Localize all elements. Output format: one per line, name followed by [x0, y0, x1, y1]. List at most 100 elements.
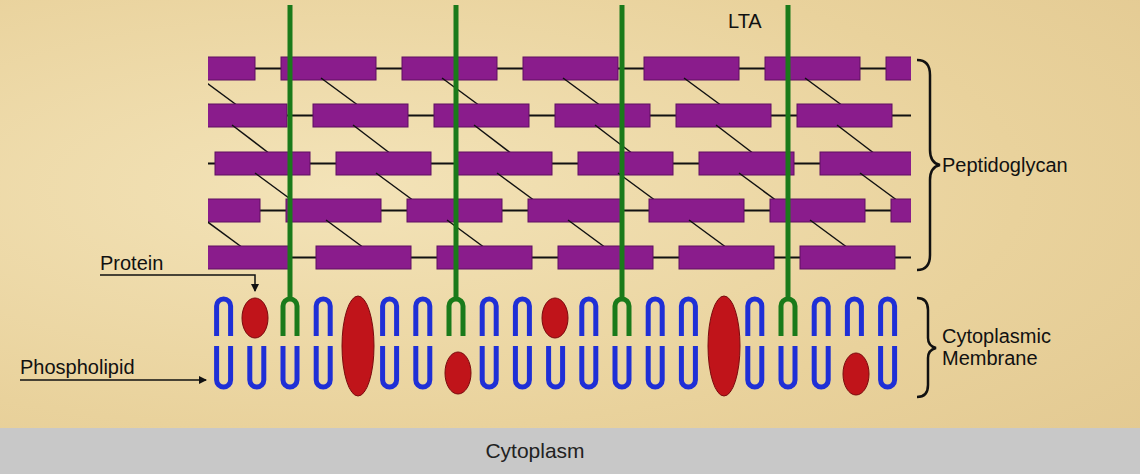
peptide-crosslink	[595, 125, 633, 154]
glycan-unit	[286, 199, 381, 222]
membrane-protein	[542, 298, 568, 338]
membrane-protein	[342, 296, 374, 396]
phospholipid	[582, 346, 596, 387]
phospholipid	[847, 299, 861, 336]
glycan-unit	[313, 104, 408, 127]
peptide-crosslink	[353, 125, 391, 154]
phospholipid	[681, 299, 695, 336]
glycan-unit	[457, 152, 552, 175]
phospholipid	[250, 346, 264, 387]
glycan-unit	[281, 57, 376, 80]
peptide-crosslink	[805, 78, 843, 106]
phospholipid	[681, 346, 695, 387]
part-name: Cytoplasmic Membrane	[942, 325, 1092, 369]
glycan-unit	[437, 246, 532, 269]
phospholipid-leader	[20, 379, 206, 381]
peptidoglycan-layer	[208, 57, 911, 269]
phospholipid	[515, 299, 529, 336]
peptide-crosslink	[208, 220, 243, 248]
membrane-protein	[242, 298, 268, 338]
glycan-unit	[215, 152, 310, 175]
glycan-unit	[578, 152, 673, 175]
phospholipid	[217, 346, 231, 387]
phospholipid	[748, 299, 762, 336]
phospholipid	[781, 346, 795, 387]
phospholipid	[615, 299, 629, 336]
peptide-crosslink	[684, 78, 722, 106]
phospholipid	[881, 346, 895, 387]
phospholipid	[383, 346, 397, 387]
phospholipid	[748, 346, 762, 387]
peptide-crosslink	[442, 78, 480, 106]
phospholipid	[416, 346, 430, 387]
glycan-unit	[800, 246, 895, 269]
glycan-unit	[699, 152, 794, 175]
peptide-crosslink	[563, 78, 601, 106]
glycan-unit	[770, 199, 865, 222]
peptide-crosslink	[232, 125, 270, 154]
peptide-crosslink	[810, 220, 848, 248]
part-name: LTA	[728, 10, 762, 32]
peptide-crosslink	[860, 173, 898, 201]
glycan-unit	[649, 199, 744, 222]
phospholipid	[582, 299, 596, 336]
protein-leader	[100, 275, 255, 291]
phospholipid	[881, 299, 895, 336]
peptide-crosslink	[689, 220, 727, 248]
glycan-unit	[208, 104, 287, 127]
glycan-unit	[208, 246, 290, 269]
phospholipid	[482, 299, 496, 336]
region-name: Cytoplasm	[485, 439, 584, 463]
peptide-crosslink	[321, 78, 359, 106]
glycan-unit	[891, 199, 911, 222]
peptide-crosslink	[716, 125, 754, 154]
glycan-unit	[316, 246, 411, 269]
membrane-protein	[708, 296, 740, 396]
phospholipid	[648, 299, 662, 336]
membrane-protein	[445, 352, 471, 394]
glycan-unit	[208, 57, 255, 80]
phospholipid	[648, 346, 662, 387]
phospholipid	[549, 346, 563, 387]
glycan-unit	[558, 246, 653, 269]
peptide-crosslink	[837, 125, 875, 154]
phospholipid	[482, 346, 496, 387]
membrane-bilayer	[217, 296, 895, 396]
phospholipid	[383, 299, 397, 336]
glycan-link	[208, 163, 911, 165]
phospholipid	[615, 346, 629, 387]
peptide-crosslink	[497, 173, 535, 201]
lta-strand	[620, 5, 625, 300]
glycan-unit	[555, 104, 650, 127]
glycan-unit	[676, 104, 771, 127]
part-name: Protein	[100, 252, 163, 274]
phospholipid	[217, 299, 231, 336]
phospholipid	[814, 299, 828, 336]
part-name: Phospholipid	[20, 356, 135, 378]
peptide-crosslink	[326, 220, 364, 248]
membrane-protein	[843, 353, 869, 395]
membrane-bracket	[917, 298, 936, 397]
glycan-unit	[820, 152, 911, 175]
glycan-unit	[644, 57, 739, 80]
phospholipid	[316, 346, 330, 387]
lta-strand	[786, 5, 791, 300]
glycan-unit	[336, 152, 431, 175]
phospholipid	[416, 299, 430, 336]
cytoplasm-band: Cytoplasm	[0, 428, 1140, 474]
peptide-crosslink	[474, 125, 512, 154]
phospholipid	[316, 299, 330, 336]
glycan-unit	[528, 199, 623, 222]
peptide-crosslink	[447, 220, 485, 248]
peptide-crosslink	[208, 78, 238, 106]
glycan-unit	[679, 246, 774, 269]
part-name: Peptidoglycan	[942, 154, 1068, 176]
lta-strand	[454, 5, 459, 300]
glycan-unit	[523, 57, 618, 80]
peptide-crosslink	[376, 173, 414, 201]
lta-strands	[290, 5, 788, 300]
phospholipid	[283, 346, 297, 387]
phospholipid	[515, 346, 529, 387]
phospholipid	[814, 346, 828, 387]
